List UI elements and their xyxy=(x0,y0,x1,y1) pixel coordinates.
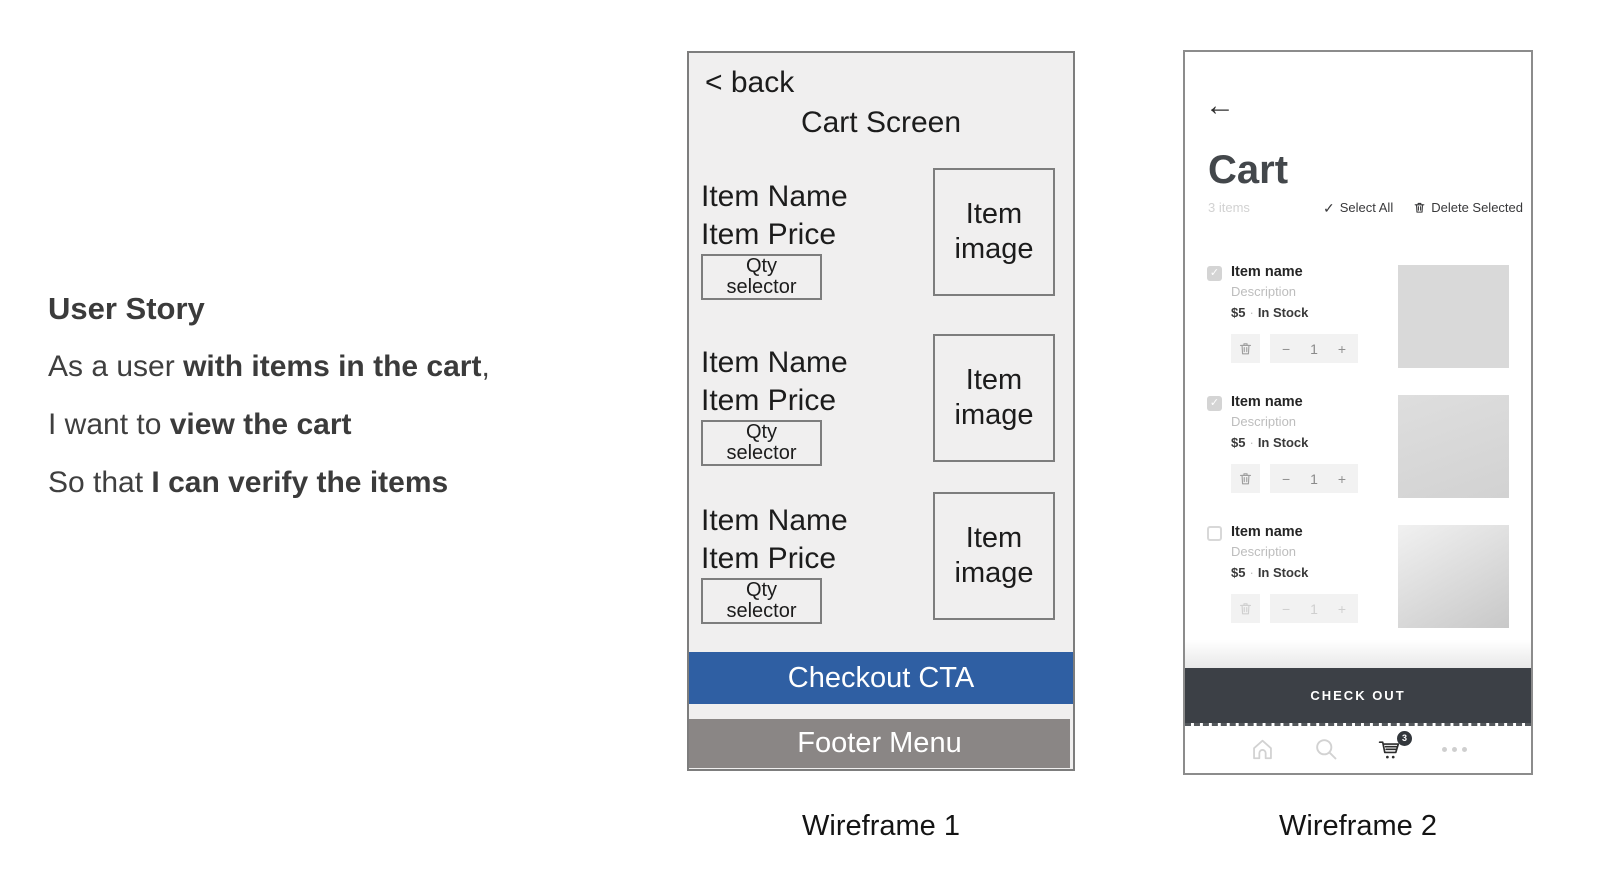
delete-item-button[interactable] xyxy=(1231,464,1260,493)
cart-item-row: Item Name Item Price Qty selector Item i… xyxy=(701,492,1055,624)
item-description-label: Description xyxy=(1231,544,1297,559)
wireframe2-phone-frame: ← Cart 3 items ✓ Select All Delete Selec… xyxy=(1183,50,1533,775)
item-name-label: Item Name xyxy=(701,180,848,213)
user-story: User Story As a user with items in the c… xyxy=(48,280,638,512)
more-nav-button[interactable] xyxy=(1439,735,1469,765)
item-name-label: Item name xyxy=(1231,264,1303,280)
item-image-placeholder xyxy=(1398,395,1509,498)
item-price: $5 xyxy=(1231,435,1246,450)
quantity-stepper: − 1 + xyxy=(1270,594,1358,623)
delete-selected-label: Delete Selected xyxy=(1431,200,1523,215)
delete-item-button[interactable] xyxy=(1231,594,1260,623)
cart-header-meta: 3 items ✓ Select All Delete Selected xyxy=(1208,200,1523,215)
page-title: Cart xyxy=(1208,148,1289,192)
back-arrow-icon[interactable]: ← xyxy=(1205,89,1235,122)
qty-selector[interactable]: Qty selector xyxy=(701,420,822,466)
bottom-nav-bar: 3 xyxy=(1185,723,1531,773)
quantity-stepper: − 1 + xyxy=(1270,334,1358,363)
cart-item-row: ✓ Item name Description $5·In Stock − 1 … xyxy=(1207,262,1509,374)
select-all-label: Select All xyxy=(1339,200,1394,215)
search-icon xyxy=(1315,739,1336,760)
quantity-stepper: − 1 + xyxy=(1270,464,1358,493)
wireframe2-caption: Wireframe 2 xyxy=(1279,810,1437,842)
qty-increase-button[interactable]: + xyxy=(1337,340,1347,357)
qty-increase-button[interactable]: + xyxy=(1337,470,1347,487)
item-description-label: Description xyxy=(1231,414,1297,429)
item-checkbox[interactable]: ✓ xyxy=(1207,396,1222,411)
cart-icon xyxy=(1378,741,1399,759)
cart-item-row: Item Name Item Price Qty selector Item i… xyxy=(701,334,1055,466)
qty-value: 1 xyxy=(1310,600,1318,617)
item-name-label: Item Name xyxy=(701,504,848,537)
qty-value: 1 xyxy=(1310,470,1318,487)
home-nav-button[interactable] xyxy=(1247,735,1277,765)
trash-icon xyxy=(1414,202,1425,213)
select-all-button[interactable]: ✓ Select All xyxy=(1323,200,1393,215)
checkout-button[interactable]: CHECK OUT xyxy=(1185,668,1531,723)
item-image-placeholder: Item image xyxy=(933,168,1055,296)
user-story-line-3: So that I can verify the items xyxy=(48,466,449,499)
user-story-line-1: As a user with items in the cart, xyxy=(48,350,490,383)
trash-icon xyxy=(1239,603,1252,615)
search-nav-button[interactable] xyxy=(1311,735,1341,765)
qty-decrease-button[interactable]: − xyxy=(1281,470,1291,487)
item-image-placeholder xyxy=(1398,265,1509,368)
user-story-title: User Story xyxy=(48,291,205,326)
stock-status: In Stock xyxy=(1257,565,1309,580)
scroll-fade xyxy=(1185,640,1531,668)
item-name-label: Item name xyxy=(1231,394,1303,410)
qty-value: 1 xyxy=(1310,340,1318,357)
item-image-placeholder xyxy=(1398,525,1509,628)
delete-item-button[interactable] xyxy=(1231,334,1260,363)
stock-status: In Stock xyxy=(1257,305,1309,320)
delete-selected-button[interactable]: Delete Selected xyxy=(1413,200,1523,215)
more-icon xyxy=(1441,747,1467,752)
cart-item-row: Item name Description $5·In Stock − 1 + xyxy=(1207,522,1509,634)
qty-selector[interactable]: Qty selector xyxy=(701,254,822,300)
trash-icon xyxy=(1239,343,1252,355)
stock-status: In Stock xyxy=(1257,435,1309,450)
item-price-label: Item Price xyxy=(701,384,837,417)
separator-dot: · xyxy=(1249,435,1254,450)
item-price-label: Item Price xyxy=(701,542,837,575)
qty-selector[interactable]: Qty selector xyxy=(701,578,822,624)
qty-increase-button[interactable]: + xyxy=(1337,600,1347,617)
trash-icon xyxy=(1239,473,1252,485)
cart-item-row: ✓ Item name Description $5·In Stock − 1 … xyxy=(1207,392,1509,504)
item-price: $5 xyxy=(1231,305,1246,320)
item-name-label: Item Name xyxy=(701,346,848,379)
screen-title: Cart Screen xyxy=(800,106,962,139)
item-name-label: Item name xyxy=(1231,524,1303,540)
separator-dot: · xyxy=(1249,305,1254,320)
item-price: $5 xyxy=(1231,565,1246,580)
item-checkbox[interactable]: ✓ xyxy=(1207,266,1222,281)
checkout-cta-button[interactable]: Checkout CTA xyxy=(689,652,1073,704)
wireframe1-phone-frame: < back Cart Screen Item Name Item Price … xyxy=(687,51,1075,771)
wireframe1-caption: Wireframe 1 xyxy=(802,810,960,842)
item-image-placeholder: Item image xyxy=(933,334,1055,462)
cart-nav-button[interactable]: 3 xyxy=(1375,730,1412,765)
user-story-line-2: I want to view the cart xyxy=(48,408,352,441)
footer-menu-bar[interactable]: Footer Menu xyxy=(689,719,1070,768)
cart-badge: 3 xyxy=(1397,730,1412,746)
cart-item-row: Item Name Item Price Qty selector Item i… xyxy=(701,168,1055,300)
qty-decrease-button[interactable]: − xyxy=(1281,600,1291,617)
item-image-placeholder: Item image xyxy=(933,492,1055,620)
item-price-label: Item Price xyxy=(701,218,837,251)
item-count-label: 3 items xyxy=(1208,200,1250,215)
qty-decrease-button[interactable]: − xyxy=(1281,340,1291,357)
home-icon xyxy=(1252,739,1272,760)
back-link[interactable]: < back xyxy=(705,66,795,99)
checkmark-icon: ✓ xyxy=(1323,199,1335,216)
separator-dot: · xyxy=(1249,565,1254,580)
item-description-label: Description xyxy=(1231,284,1297,299)
item-checkbox[interactable] xyxy=(1207,526,1222,541)
